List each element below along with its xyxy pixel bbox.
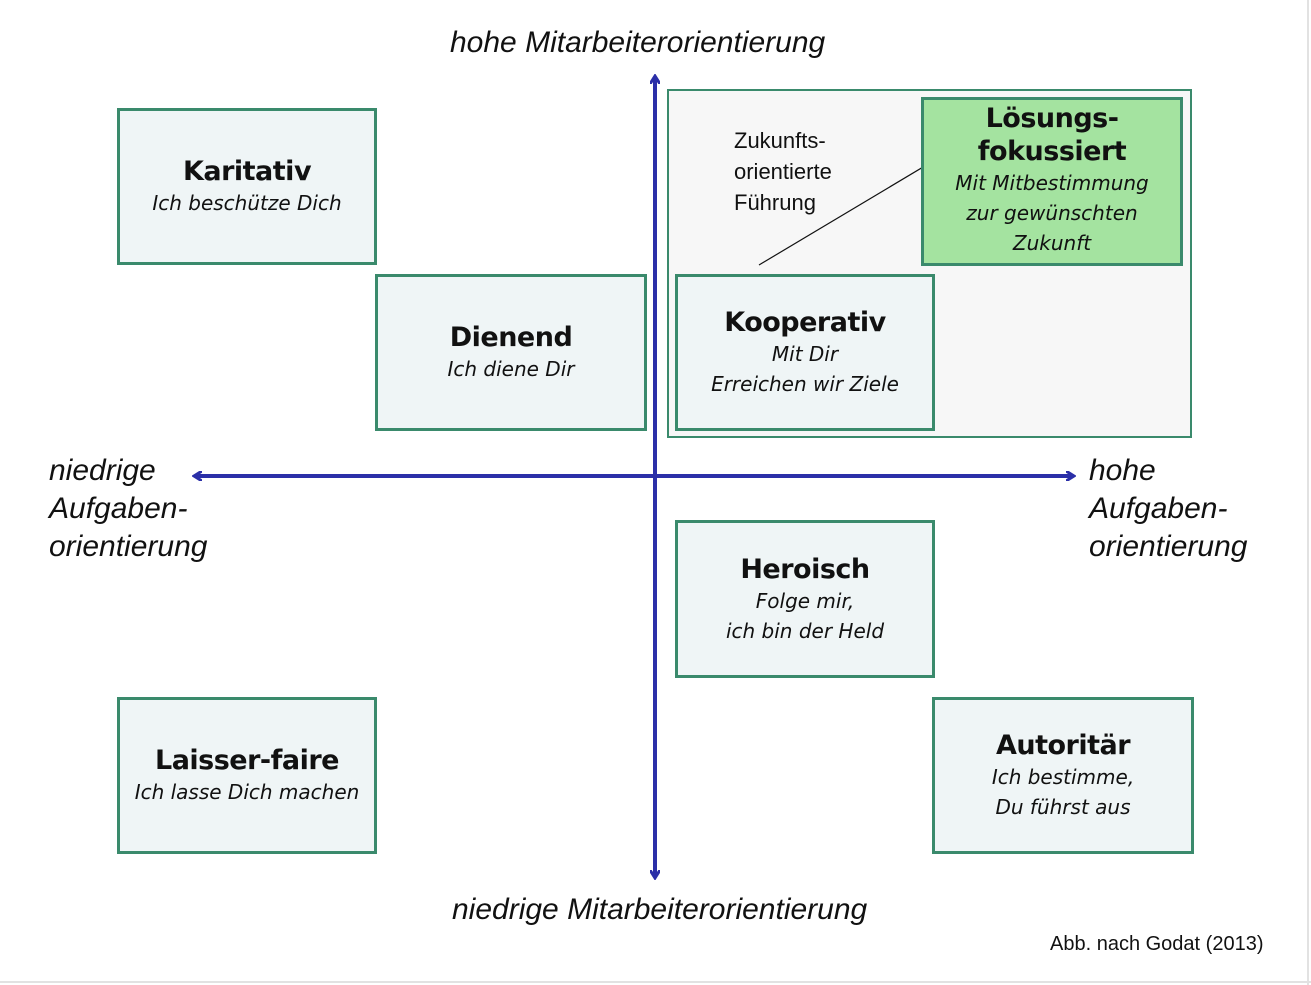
style-motto-line: Ich bestimme,: [991, 765, 1135, 789]
style-name: Lösungs- fokussiert: [977, 102, 1127, 168]
region-label-line: Zukunfts-: [734, 128, 826, 153]
axis-label-top: hohe Mitarbeiterorientierung: [450, 26, 826, 59]
style-name-line: fokussiert: [977, 136, 1127, 167]
axis-label-left: niedrige Aufgaben- orientierung: [49, 452, 207, 566]
style-box-laisser-faire: Laisser-faire Ich lasse Dich machen: [117, 697, 377, 854]
axis-label-bottom: niedrige Mitarbeiterorientierung: [452, 893, 868, 926]
style-name: Laisser-faire: [154, 745, 340, 776]
style-box-loesungsfokussiert: Lösungs- fokussiert Mit Mitbestimmung zu…: [921, 97, 1183, 266]
axis-label-right: hohe Aufgaben- orientierung: [1089, 452, 1247, 566]
style-name: Heroisch: [740, 553, 870, 585]
style-name: Autoritär: [995, 730, 1131, 761]
frame-edge-bottom: [0, 981, 1311, 983]
style-motto-line: Folge mir,: [755, 588, 855, 613]
style-motto: Ich bestimme, Du führst aus: [992, 762, 1134, 822]
style-motto: Mit Mitbestimmung zur gewünschten Zukunf…: [955, 168, 1149, 258]
style-motto-line: Zukunft: [1012, 231, 1092, 255]
style-box-karitativ: Karitativ Ich beschütze Dich: [117, 108, 377, 265]
region-label: Zukunfts- orientierte Führung: [734, 125, 832, 218]
axis-label-left-line: niedrige: [49, 454, 156, 487]
figure-credit: Abb. nach Godat (2013): [1050, 933, 1264, 955]
frame-edge-right: [1307, 0, 1309, 985]
style-motto-line: Erreichen wir Ziele: [711, 372, 899, 396]
style-name: Dienend: [449, 322, 573, 353]
style-motto: Ich lasse Dich machen: [134, 780, 360, 804]
axis-label-left-line: orientierung: [49, 530, 208, 563]
region-label-line: orientierte: [734, 159, 832, 184]
style-box-heroisch: Heroisch Folge mir, ich bin der Held: [675, 520, 935, 678]
style-name-line: Lösungs-: [985, 103, 1119, 134]
style-motto-line: zur gewünschten: [966, 201, 1138, 225]
region-label-line: Führung: [734, 190, 816, 215]
style-motto-line: Mit Mitbestimmung: [955, 171, 1149, 195]
style-motto-line: Mit Dir: [771, 342, 839, 366]
axis-label-right-line: orientierung: [1089, 530, 1248, 563]
axis-label-right-line: hohe: [1089, 454, 1156, 487]
style-box-kooperativ: Kooperativ Mit Dir Erreichen wir Ziele: [675, 274, 935, 431]
style-motto-line: ich bin der Held: [725, 618, 885, 643]
style-name: Karitativ: [182, 156, 312, 187]
style-motto-line: Du führst aus: [995, 795, 1131, 819]
style-motto: Ich diene Dir: [447, 357, 575, 381]
axis-label-left-line: Aufgaben-: [49, 492, 188, 525]
style-box-dienend: Dienend Ich diene Dir: [375, 274, 647, 431]
style-name: Kooperativ: [724, 307, 886, 338]
style-motto: Folge mir, ich bin der Held: [726, 586, 884, 646]
style-motto: Ich beschütze Dich: [152, 191, 342, 215]
style-motto: Mit Dir Erreichen wir Ziele: [711, 339, 899, 399]
style-box-autoritaer: Autoritär Ich bestimme, Du führst aus: [932, 697, 1194, 854]
axis-label-right-line: Aufgaben-: [1089, 492, 1228, 525]
